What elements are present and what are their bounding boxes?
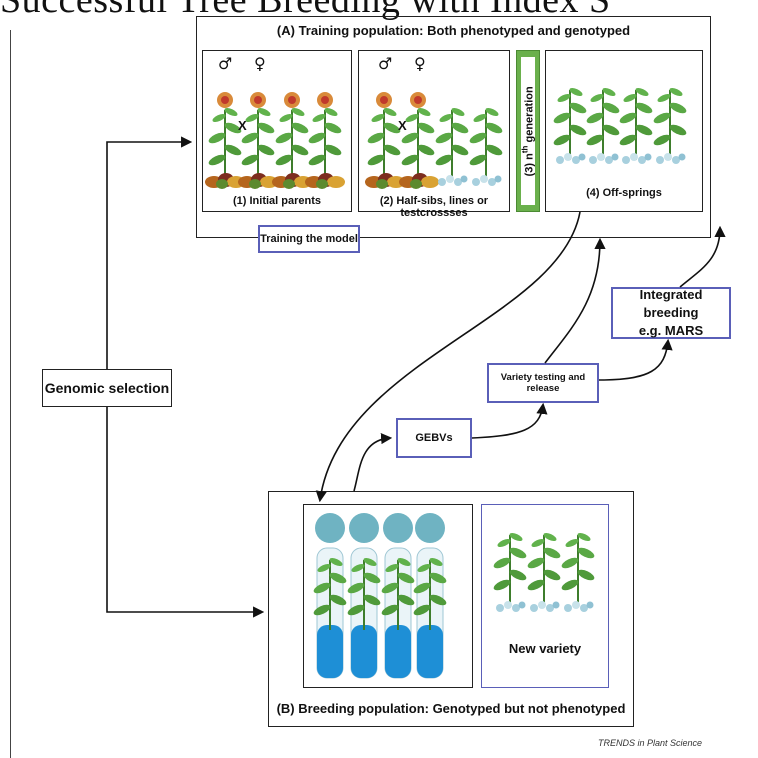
panel1-plants	[205, 92, 345, 189]
gebvs-box: GEBVs	[396, 418, 472, 458]
variety-testing-box: Variety testing and release	[487, 363, 599, 403]
training-population-box: (A) Training population: Both phenotyped…	[196, 16, 711, 238]
tubes-panel	[303, 504, 473, 688]
left-border-line	[10, 30, 11, 758]
test-tubes	[311, 513, 449, 679]
integrated-breeding-line2: e.g. MARS	[638, 323, 704, 338]
connector-arrows	[106, 136, 726, 618]
panel-off-springs: (4) Off-springs	[545, 50, 703, 212]
new-variety-panel: New variety	[481, 504, 609, 688]
cross-symbol-2: X	[398, 118, 407, 133]
panel-initial-parents-label: (1) Initial parents	[232, 195, 322, 207]
new-variety-plants	[491, 530, 597, 612]
panel-off-springs-label: (4) Off-springs	[586, 187, 662, 199]
integrated-breeding-line1: Integrated breeding	[639, 287, 703, 320]
generation-bar-inner: (3) nth generation	[521, 57, 535, 205]
panel-half-sibs: (2) Half-sibs, lines or testcrossses	[358, 50, 510, 219]
generation-bar: (3) nth generation	[516, 50, 540, 212]
panel2-plants	[365, 92, 505, 189]
female-symbol-1: ♀	[254, 54, 266, 73]
header-caption: Successful Tree Breeding with Index S	[0, 0, 611, 21]
female-symbol-2: ♀	[414, 54, 426, 73]
training-model-label: Training the model	[258, 225, 360, 253]
training-population-title: (A) Training population: Both phenotyped…	[276, 23, 631, 38]
new-variety-label: New variety	[508, 641, 582, 656]
breeding-population-box: (B) Breeding population: Genotyped but n…	[268, 491, 634, 727]
footer-credit: TRENDS in Plant Science	[598, 738, 703, 748]
panel4-plants	[551, 85, 689, 164]
integrated-breeding-box: Integrated breeding e.g. MARS	[611, 287, 731, 339]
cross-symbol-1: X	[238, 118, 247, 133]
male-symbol-2: ♂	[378, 54, 393, 73]
panel-half-sibs-label: (2) Half-sibs, lines or testcrossses	[379, 195, 489, 219]
breeding-population-title: (B) Breeding population: Genotyped but n…	[276, 701, 626, 716]
panel-initial-parents: (1) Initial parents	[202, 50, 352, 212]
genomic-selection-box: Genomic selection	[42, 369, 172, 407]
male-symbol-1: ♂	[218, 54, 233, 73]
